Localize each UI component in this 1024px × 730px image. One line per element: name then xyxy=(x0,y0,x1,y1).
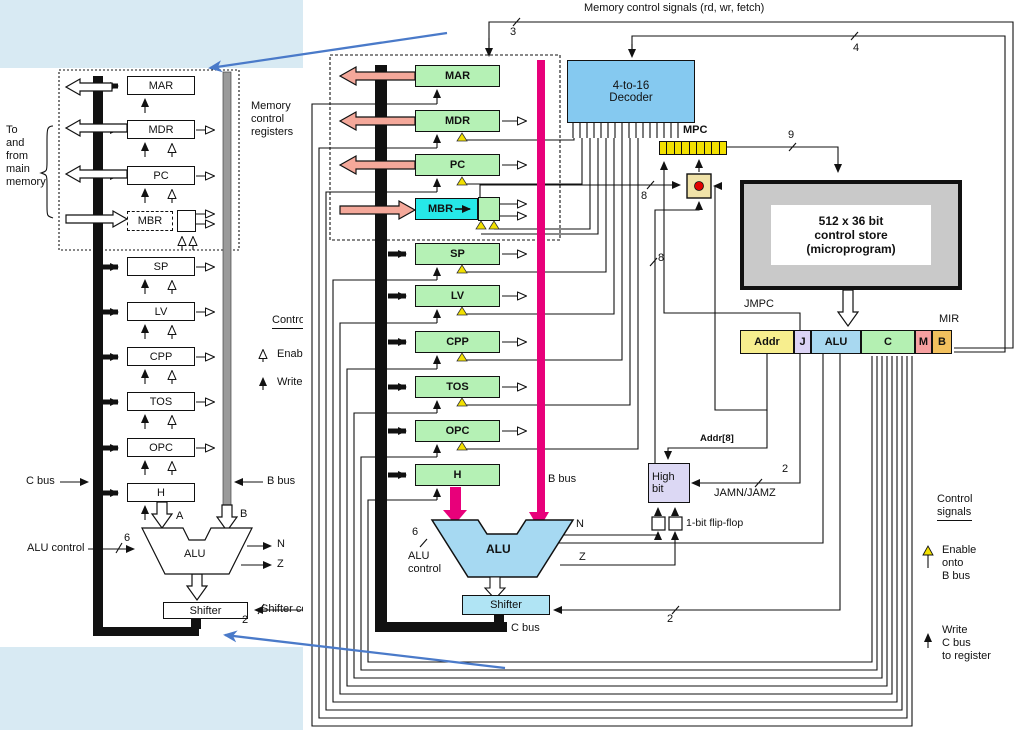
right-reg-sp: SP xyxy=(415,243,500,265)
memory-control-signals-label: Memory control signals (rd, wr, fetch) xyxy=(584,2,765,14)
mpc-register xyxy=(659,141,727,155)
left-shifter: Shifter xyxy=(163,602,248,619)
mir-field-b: B xyxy=(932,330,952,354)
width-8-high-label: 8 xyxy=(658,252,665,264)
left-reg-mar: MAR xyxy=(127,76,195,95)
flip-flop-label: 1-bit flip-flop xyxy=(686,517,744,529)
mir-label: MIR xyxy=(939,313,960,325)
right-reg-tos: TOS xyxy=(415,376,500,398)
right-reg-h: H xyxy=(415,464,500,486)
left-bbus-label: B bus xyxy=(267,475,296,487)
memory-control-registers-label: Memory control registers xyxy=(251,100,294,138)
left-panel-clip: Contro Enabl Write Shifter co xyxy=(0,68,303,647)
left-reg-sp: SP xyxy=(127,257,195,276)
right-alu-width-label: 6 xyxy=(412,526,419,538)
left-reg-mbr: MBR xyxy=(127,211,173,231)
control-store-box: 512 x 36 bit control store (microprogram… xyxy=(740,180,962,290)
addr-high-bit-label: Addr[8] xyxy=(700,433,734,444)
width-2-jam-label: 2 xyxy=(782,463,789,475)
right-cbus-label: C bus xyxy=(511,622,540,634)
left-legend-enable-label: Enabl xyxy=(277,348,303,360)
right-reg-mdr: MDR xyxy=(415,110,500,132)
right-shifter: Shifter xyxy=(462,595,550,615)
width-3-label: 3 xyxy=(510,26,517,38)
left-reg-pc: PC xyxy=(127,166,195,185)
mir-field-alu: ALU xyxy=(811,330,861,354)
mir-field-c: C xyxy=(861,330,915,354)
left-legend-control-label: Contro xyxy=(272,314,303,329)
decoder-box: 4-to-16 Decoder xyxy=(567,60,695,123)
right-mbr-subbox xyxy=(478,197,500,221)
left-reg-h: H xyxy=(127,483,195,502)
legend-enable-label: Enable onto B bus xyxy=(942,544,977,582)
right-reg-lv: LV xyxy=(415,285,500,307)
alu-b-port-label: B xyxy=(240,508,248,520)
right-reg-mbr: MBR xyxy=(415,198,478,220)
left-reg-tos: TOS xyxy=(127,392,195,411)
left-mbr-subbox xyxy=(177,210,196,232)
left-reg-opc: OPC xyxy=(127,438,195,457)
right-z-label: Z xyxy=(579,551,586,563)
width-9-label: 9 xyxy=(788,129,795,141)
left-alu-control-label: ALU control xyxy=(27,542,85,554)
right-n-label: N xyxy=(576,518,584,530)
left-cbus-label: C bus xyxy=(26,475,55,487)
mir-field-addr: Addr xyxy=(740,330,794,354)
left-n-label: N xyxy=(277,538,285,550)
right-alu-label: ALU xyxy=(486,542,511,556)
mpc-label: MPC xyxy=(683,124,708,136)
width-8-mbr-label: 8 xyxy=(641,190,648,202)
high-bit-box: High bit xyxy=(648,463,690,503)
alu-a-port-label: A xyxy=(176,510,184,522)
jmpc-label: JMPC xyxy=(744,298,774,310)
to-from-memory-label: To and from main memory xyxy=(6,124,46,188)
left-reg-lv: LV xyxy=(127,302,195,321)
left-legend-write-label: Write xyxy=(277,376,303,388)
left-shifter-width-label: 2 xyxy=(242,614,249,626)
right-bbus-label: B bus xyxy=(548,473,577,485)
width-2-shifter-label: 2 xyxy=(667,613,674,625)
left-reg-mdr: MDR xyxy=(127,120,195,139)
control-store-inner: 512 x 36 bit control store (microprogram… xyxy=(771,205,931,265)
right-alu-control-label: ALU control xyxy=(408,550,442,575)
right-reg-cpp: CPP xyxy=(415,331,500,353)
legend-title: Control signals xyxy=(937,493,973,521)
mir-field-j: J xyxy=(794,330,811,354)
left-shifter-control-label: Shifter co xyxy=(261,603,303,615)
left-alu-width-label: 6 xyxy=(124,532,131,544)
legend-write-label: Write C bus to register xyxy=(942,624,991,662)
right-reg-opc: OPC xyxy=(415,420,500,442)
left-reg-cpp: CPP xyxy=(127,347,195,366)
left-alu-label: ALU xyxy=(184,548,206,560)
jamn-jamz-label: JAMN/JAMZ xyxy=(714,487,776,499)
right-reg-pc: PC xyxy=(415,154,500,176)
left-z-label: Z xyxy=(277,558,284,570)
right-reg-mar: MAR xyxy=(415,65,500,87)
width-4-label: 4 xyxy=(853,42,860,54)
mir-field-m: M xyxy=(915,330,932,354)
